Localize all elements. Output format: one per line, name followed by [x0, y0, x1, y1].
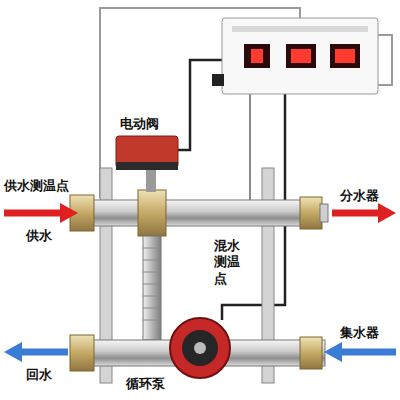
temperature-controller [222, 18, 378, 94]
part-label: 分水器 [340, 188, 379, 204]
part-label: 集水器 [340, 325, 379, 341]
supply-pipe [80, 200, 320, 226]
display-window [330, 44, 360, 68]
part-label: 循环泵 [126, 376, 165, 392]
pump-housing [170, 318, 230, 378]
arrow-head [324, 342, 342, 362]
valve-cable [178, 60, 222, 150]
brass-fitting [300, 197, 322, 229]
brass-fitting [70, 335, 94, 371]
pipe-ribs [143, 248, 161, 320]
display-window [286, 44, 316, 68]
valve-stem [146, 170, 156, 192]
valve-body [138, 190, 166, 236]
sensor-wire [249, 94, 251, 204]
flow-arrow [4, 210, 62, 217]
flow-arrow [340, 349, 396, 356]
display-window [244, 44, 270, 68]
brass-fitting [300, 337, 322, 369]
flow-arrow [20, 349, 68, 356]
arrow-head [378, 203, 396, 223]
display-glow [251, 49, 263, 63]
flow-arrow [332, 210, 380, 217]
part-label: 电动阀 [120, 116, 159, 132]
actuator-base [116, 162, 178, 170]
arrow-head [60, 203, 78, 223]
power-plug [212, 74, 224, 86]
part-label: 供水测温点 [4, 178, 69, 194]
pump-cap [194, 342, 206, 354]
part-label: 混水测温点 [214, 238, 240, 287]
display-glow [335, 49, 355, 63]
pipe-nipple [320, 204, 328, 222]
arrow-head [4, 342, 22, 362]
display-glow [291, 49, 311, 63]
part-label: 供水 [26, 228, 52, 244]
part-label: 回水 [26, 367, 52, 383]
sensor-wire [378, 35, 392, 85]
controller-nameplate [232, 26, 368, 32]
pump-face [182, 330, 218, 366]
bypass-pipe [143, 236, 161, 340]
